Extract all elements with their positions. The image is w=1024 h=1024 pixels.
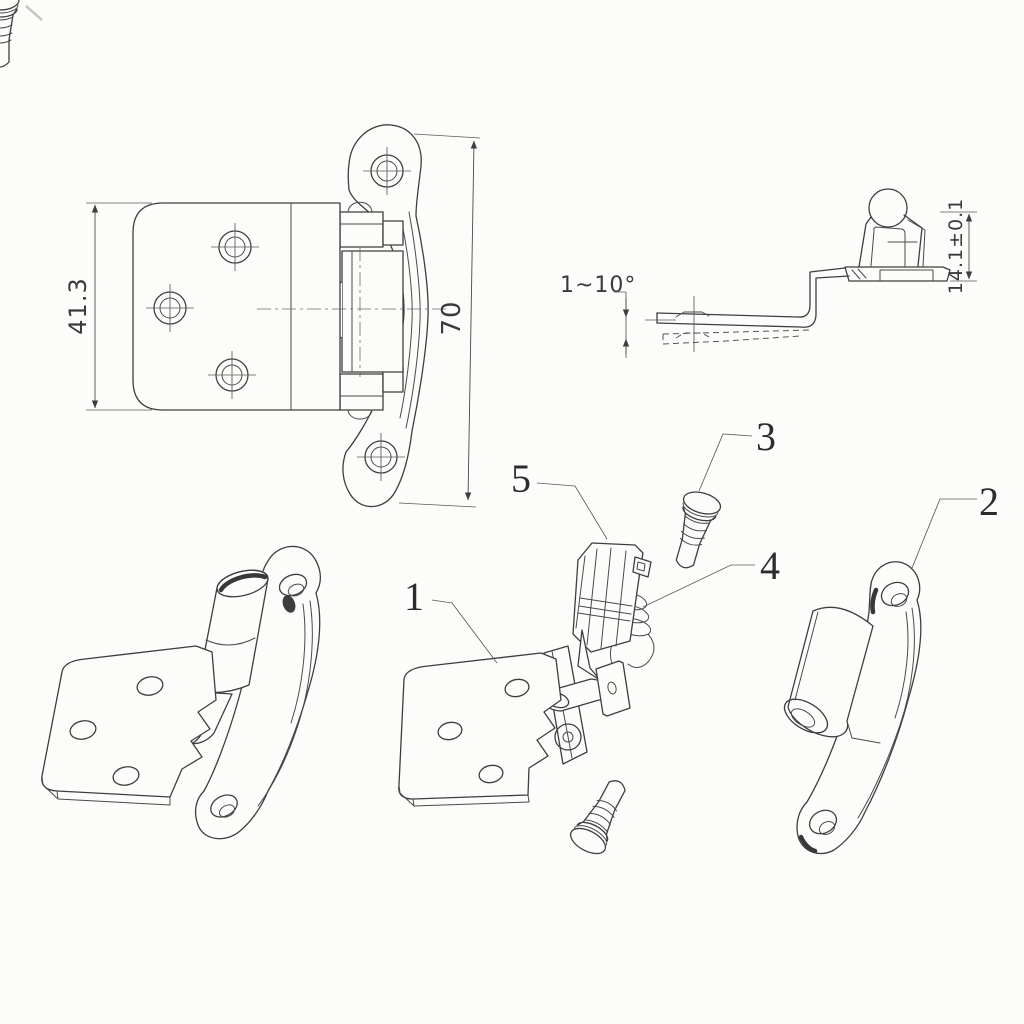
dim-offset-height-text: 14.1±0.1 xyxy=(945,198,967,294)
screw-lower xyxy=(565,772,637,860)
spring-housing-part xyxy=(572,542,652,681)
callout-5: 5 xyxy=(511,456,608,540)
door-plate-outline xyxy=(132,202,341,411)
part2-holes xyxy=(808,581,910,835)
plate-screw-holes xyxy=(146,223,259,399)
callout-1: 1 xyxy=(404,574,498,664)
wing-screw-holes xyxy=(357,147,411,481)
part-label-4: 4 xyxy=(760,543,780,588)
callout-3: 3 xyxy=(698,414,776,492)
screw xyxy=(0,0,20,68)
dimension-offset-height: 14.1±0.1 xyxy=(940,198,977,294)
dim-door-angle-text: 1~10° xyxy=(560,273,636,298)
exploded-base-plate xyxy=(398,652,562,800)
frame-wing-outline xyxy=(342,124,429,508)
scan-artifact xyxy=(25,5,43,21)
dim-plate-height-text: 41.3 xyxy=(64,277,92,334)
screw-upper xyxy=(664,487,724,574)
callout-2: 2 xyxy=(911,479,999,569)
part2-barrel xyxy=(783,606,881,744)
part-label-1: 1 xyxy=(404,574,424,619)
spring-housing-bottom xyxy=(339,373,384,411)
spring-housing-top xyxy=(339,211,384,248)
part2-shading-top xyxy=(870,587,879,615)
exploded-plate-holes xyxy=(437,678,530,784)
center-block xyxy=(341,250,404,373)
arm-open-position-dashed xyxy=(662,329,811,345)
dimension-plate-height: 41.3 xyxy=(64,202,152,411)
spring-knob xyxy=(844,188,951,282)
part-label-5: 5 xyxy=(511,456,531,501)
exploded-view: 1 3 4 5 xyxy=(0,0,780,860)
assembled-plate-holes xyxy=(69,676,164,786)
dimension-overall-height: 70 xyxy=(398,133,481,508)
dimension-door-angle: 1~10° xyxy=(560,273,636,358)
side-view: 1~10° 14.1±0.1 xyxy=(560,188,977,358)
assembled-hinge-view xyxy=(41,545,322,840)
callout-4: 4 xyxy=(642,543,780,608)
part-label-2: 2 xyxy=(979,479,999,524)
part-label-3: 3 xyxy=(756,414,776,459)
wing-plate-view: 2 xyxy=(783,479,999,855)
plan-view: 41.3 70 xyxy=(64,124,481,508)
part2-shading-bottom xyxy=(798,834,818,854)
assembled-base-plate xyxy=(41,645,217,798)
dim-overall-height-text: 70 xyxy=(437,300,467,335)
hinge-arm-profile xyxy=(656,267,850,328)
assembled-wing-holes xyxy=(210,573,308,818)
